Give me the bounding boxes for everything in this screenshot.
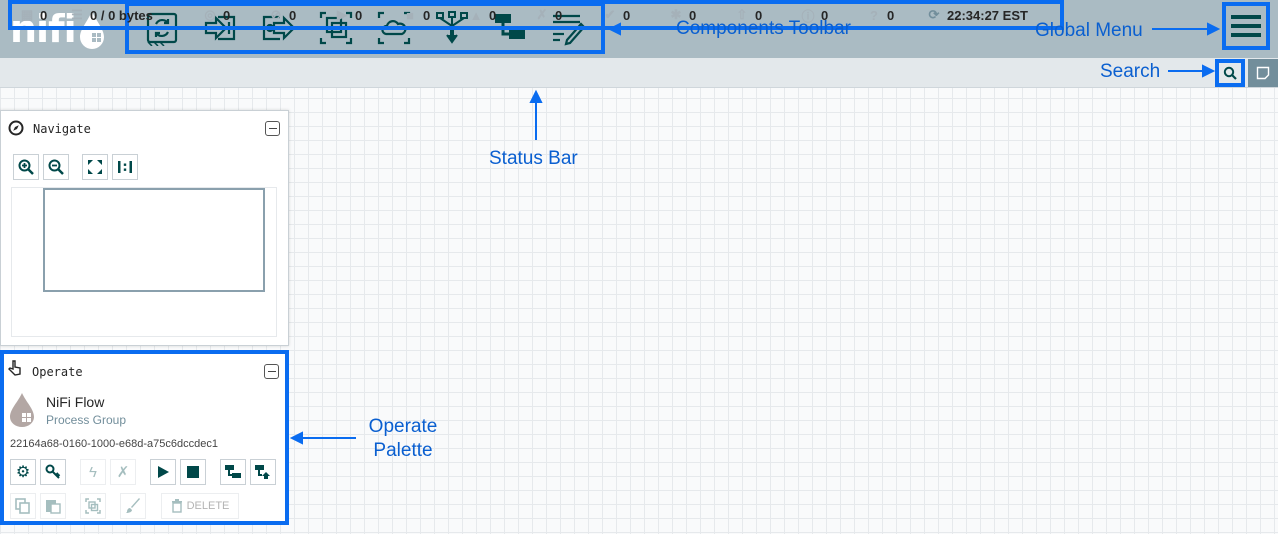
check-icon: ✔: [604, 7, 616, 22]
search-arrowhead: [1202, 64, 1216, 78]
queued-stat: ☰ 0 / 0 bytes: [71, 7, 153, 23]
stop-icon: [187, 466, 199, 478]
transmitting-stat: ◎ 0: [204, 7, 231, 23]
group-icon: [85, 498, 101, 514]
upload-template-button[interactable]: [250, 459, 276, 485]
actual-size-icon: [118, 161, 132, 173]
navigate-collapse-button[interactable]: [265, 121, 280, 136]
configure-button[interactable]: ⚙: [10, 459, 36, 485]
bulletin-board-button[interactable]: [1248, 59, 1278, 87]
asterisk-icon: ✱: [670, 7, 682, 22]
global-menu-arrowhead: [1207, 22, 1221, 36]
change-color-button[interactable]: [120, 493, 146, 519]
lightning-icon: ϟ: [89, 463, 97, 481]
stop-icon: ■: [406, 7, 414, 23]
zoom-out-button[interactable]: [43, 154, 69, 180]
paste-button[interactable]: [40, 493, 66, 519]
birdseye-viewport[interactable]: [43, 188, 265, 292]
zoom-in-icon: [18, 159, 34, 175]
upload-template-icon: [255, 465, 270, 479]
active-threads-stat: ▦ 0: [20, 7, 48, 23]
up-to-date-stat: ✔ 0: [604, 7, 631, 23]
operate-arrowhead: [289, 431, 303, 445]
create-template-icon: [225, 465, 241, 478]
access-policies-button[interactable]: [40, 459, 66, 485]
zoom-out-icon: [48, 159, 64, 175]
refresh-icon[interactable]: ⟳: [928, 7, 940, 22]
drop-icon: [79, 11, 104, 49]
stop-button[interactable]: [180, 459, 206, 485]
warning-icon: ▲: [469, 7, 483, 23]
stopped-stat: ■ 0: [403, 8, 469, 23]
search-annotation: Search: [1100, 61, 1161, 82]
not-transmitting-icon: ⊘: [270, 7, 282, 22]
disabled-icon: ✗: [536, 7, 548, 22]
group-button[interactable]: [80, 493, 106, 519]
up-arrow-icon: ⇧: [736, 7, 748, 22]
search-icon: [1223, 66, 1237, 80]
search-button[interactable]: [1215, 59, 1245, 87]
trash-icon: [171, 499, 182, 513]
status-bar: ▦ 0 ☰ 0 / 0 bytes ◎ 0 ⊘ 0 ▶ 0 ■ 0 ▲ 0 ✗ …: [8, 0, 1064, 30]
navigate-panel: Navigate: [0, 110, 289, 346]
play-icon: [158, 466, 169, 478]
question-icon: ?: [870, 7, 878, 23]
invalid-stat: ▲ 0: [469, 7, 497, 23]
disabled-stat: ✗ 0: [536, 7, 563, 23]
fit-icon: [88, 160, 102, 174]
transmitting-icon: ◎: [204, 7, 216, 22]
refresh-stat[interactable]: ⟳ 22:34:27 EST: [928, 7, 1028, 23]
gear-icon: ⚙: [15, 464, 31, 481]
status-bar-arrowhead: [529, 89, 543, 103]
pointer-hand-icon: [8, 360, 21, 376]
global-menu-button[interactable]: [1222, 2, 1270, 50]
locally-modified-stale-stat: ⓘ 0: [801, 7, 829, 24]
paintbrush-icon: [126, 498, 140, 513]
disabled-icon: ✗: [116, 464, 130, 481]
not-transmitting-stat: ⊘ 0: [270, 7, 297, 23]
operate-title: Operate: [32, 365, 83, 379]
key-icon: [45, 464, 61, 479]
stale-stat: ⇧ 0: [736, 7, 763, 23]
component-name: NiFi Flow: [46, 394, 105, 410]
running-stat: ▶ 0: [337, 7, 363, 23]
enable-button[interactable]: ϟ: [80, 459, 106, 485]
fit-button[interactable]: [82, 154, 108, 180]
status-bar-row: [0, 58, 1278, 88]
create-template-button[interactable]: [220, 459, 246, 485]
threads-icon: ▦: [20, 7, 34, 22]
global-menu-annotation: Global Menu: [1035, 20, 1143, 41]
birdseye-view[interactable]: [11, 187, 277, 337]
process-group-button[interactable]: [316, 8, 356, 48]
component-id: 22164a68-0160-1000-e68d-a75c6dccdec1: [10, 438, 218, 450]
navigate-title: Navigate: [33, 122, 91, 136]
status-bar-annotation: Status Bar: [489, 148, 578, 169]
play-icon: ▶: [337, 7, 347, 22]
zoom-in-button[interactable]: [13, 154, 39, 180]
sync-failure-stat: ? 0: [867, 8, 927, 23]
compass-icon: [8, 120, 24, 136]
copy-button[interactable]: [10, 493, 36, 519]
start-button[interactable]: [150, 459, 176, 485]
delete-button[interactable]: DELETE: [161, 493, 239, 519]
toolbar-arrowhead: [607, 22, 621, 36]
process-group-drop-icon: [10, 393, 34, 427]
operate-palette-annotation: Operate Palette: [368, 416, 438, 461]
operate-palette: Operate NiFi Flow Process Group 22164a68…: [0, 350, 289, 525]
sticky-note-icon: [1256, 66, 1270, 80]
actual-size-button[interactable]: [112, 154, 138, 180]
copy-icon: [15, 498, 30, 514]
paste-icon: [46, 500, 61, 514]
list-icon: ☰: [71, 7, 83, 22]
exclamation-icon: ⓘ: [801, 8, 815, 24]
disable-button[interactable]: ✗: [110, 459, 136, 485]
delete-label: DELETE: [186, 500, 230, 512]
hamburger-icon: [1231, 15, 1261, 37]
operate-collapse-button[interactable]: [264, 364, 279, 379]
process-group-icon: [319, 11, 353, 45]
locally-modified-stat: ✱ 0: [670, 7, 697, 23]
component-type: Process Group: [46, 413, 127, 427]
components-toolbar-annotation: Components Toolbar: [676, 18, 851, 39]
